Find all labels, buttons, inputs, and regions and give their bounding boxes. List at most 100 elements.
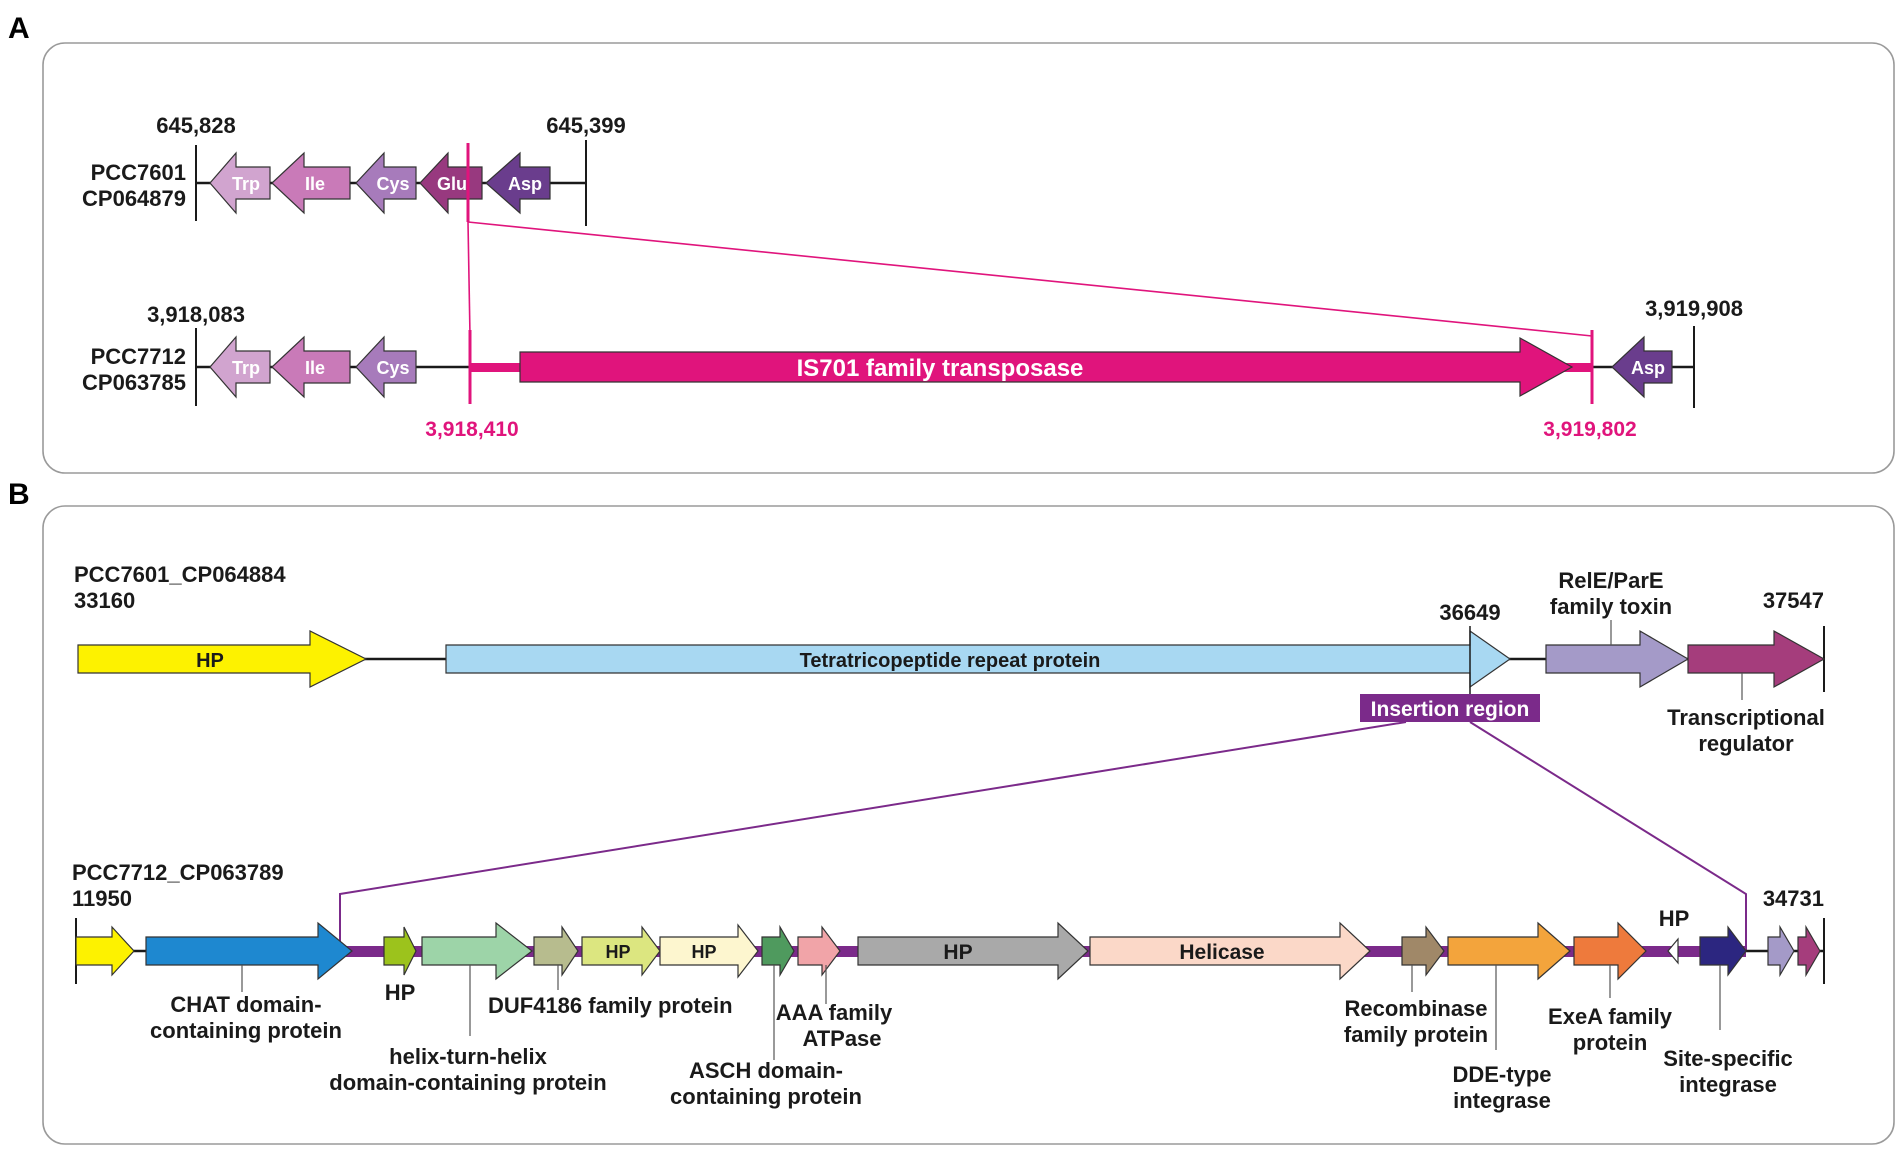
coord-end: 37547: [1763, 588, 1824, 613]
gene-arrow-shape: [659, 923, 759, 979]
gene-label: Cys: [376, 174, 409, 194]
gene-label: IS701 family transposase: [797, 355, 1084, 382]
exea-label-line2: protein: [1573, 1030, 1648, 1055]
dde-label-line2: integrase: [1453, 1088, 1551, 1113]
gene-aaa-atpase: [797, 925, 841, 977]
regulator-label-line2: regulator: [1698, 731, 1794, 756]
gene-is701-transposase: IS701 family transposase: [519, 336, 1574, 398]
gene-exea-protein: [1573, 921, 1647, 981]
coord-start: 33160: [74, 588, 135, 613]
gene-arrow-shape: [1401, 925, 1445, 977]
recomb-label-line2: family protein: [1344, 1022, 1488, 1047]
gene-trp: Trp: [209, 151, 271, 215]
gene-rele-pare-toxin: [1767, 924, 1795, 978]
gene-arrow-shape: [1699, 925, 1747, 977]
gene-helix-turn-helix: [421, 921, 533, 981]
gene-hp-small-white: [1667, 937, 1679, 965]
gene-label: Ile: [305, 358, 325, 378]
exea-label-line1: ExeA family: [1548, 1004, 1673, 1029]
panel-a-bottom-track: PCC7712 CP063785 3,918,083 3,919,908 Trp…: [82, 296, 1743, 441]
site-label-line1: Site-specific: [1663, 1046, 1793, 1071]
strain-label: PCC7601: [91, 160, 186, 185]
chat-label-line2: containing protein: [150, 1018, 342, 1043]
gene-asch-domain-protein: [761, 924, 795, 978]
gene-arrow-shape: [145, 921, 353, 981]
chat-label-line1: CHAT domain-: [170, 992, 321, 1017]
asch-label-line1: ASCH domain-: [689, 1058, 843, 1083]
insertion-region-label: Insertion region: [1371, 698, 1530, 721]
gene-label: Asp: [508, 174, 542, 194]
small-hp-label: HP: [1659, 906, 1690, 931]
gene-dde-integrase: [1447, 921, 1571, 981]
gene-transcriptional-regulator: [1797, 924, 1821, 978]
gene-transcriptional-regulator: [1687, 629, 1826, 689]
gene-cys: Cys: [355, 151, 417, 215]
toxin-label-line2: family toxin: [1550, 594, 1672, 619]
panel-b-letter: B: [8, 478, 30, 511]
gene-arrow-shape: [1797, 924, 1821, 978]
recomb-label-line1: Recombinase: [1344, 996, 1487, 1021]
gene-arrow-shape: [857, 921, 1089, 981]
hth-label-line1: helix-turn-helix: [389, 1044, 547, 1069]
duf-label: DUF4186 family protein: [488, 993, 733, 1018]
accession-label: CP063785: [82, 370, 186, 395]
gene-label: HP: [196, 650, 224, 672]
gene-arrow-shape: [77, 630, 368, 688]
gene-helicase: Helicase: [1089, 921, 1371, 981]
coord-right: 645,399: [546, 113, 626, 138]
panel-a-letter: A: [8, 12, 30, 45]
gene-ile: Ile: [271, 151, 351, 215]
gene-arrow-shape: [75, 925, 135, 977]
toxin-label-line1: RelE/ParE: [1558, 568, 1663, 593]
gene-arrow-shape: [581, 925, 661, 977]
gene-asp: Asp: [485, 151, 551, 215]
connector-right: [467, 221, 1593, 337]
gene-hp: HP: [77, 630, 368, 688]
gene-arrow-shape: [271, 335, 351, 399]
panel-a-top-track: PCC7601 CP064879 645,828 645,399 Trp Ile…: [82, 113, 626, 226]
gene-arrow-shape: [271, 151, 351, 215]
gene-asp: Asp: [1611, 335, 1673, 399]
gene-hp-cream: HP: [659, 923, 759, 979]
gene-arrow-shape: [355, 151, 417, 215]
hth-label-line2: domain-containing protein: [329, 1070, 606, 1095]
gene-label: Tetratricopeptide repeat protein: [800, 650, 1101, 672]
strain-label: PCC7712: [91, 344, 186, 369]
gene-label: HP: [605, 942, 630, 962]
dde-label-line1: DDE-type: [1452, 1062, 1551, 1087]
gene-arrow-shape: [1667, 937, 1679, 965]
panel-b-bottom-track: PCC7712_CP063789 11950 34731 HP HP: [72, 860, 1825, 1113]
gene-trp: Trp: [209, 335, 271, 399]
panel-a-frame: [42, 42, 1895, 474]
gene-arrow-shape: [1545, 629, 1690, 689]
gene-arrow-shape: [519, 336, 1574, 398]
gene-arrow-shape: [533, 925, 579, 977]
gene-label: Trp: [232, 174, 260, 194]
gene-hp-light-green: HP: [581, 925, 661, 977]
gene-arrow-shape: [1767, 924, 1795, 978]
gene-duf4186: [533, 925, 579, 977]
gene-arrow-shape: [1611, 335, 1673, 399]
gene-arrow-shape: [421, 921, 533, 981]
hp-below-label: HP: [385, 980, 416, 1005]
insertion-region-badge: [1360, 694, 1540, 722]
gene-label: HP: [691, 942, 716, 962]
gene-cys: Cys: [355, 335, 417, 399]
gene-label: Cys: [376, 358, 409, 378]
gene-arrow-shape: [1573, 921, 1647, 981]
gene-rele-pare-toxin: [1545, 629, 1690, 689]
coord-end: 34731: [1763, 886, 1824, 911]
gene-arrow-shape: [761, 924, 795, 978]
gene-label: Ile: [305, 174, 325, 194]
panel-b-top-track: PCC7601_CP064884 33160 37547 HP Tetratri…: [74, 562, 1826, 756]
gene-label: Asp: [1631, 358, 1665, 378]
gene-arrow-shape: [1687, 629, 1826, 689]
site-label-line2: integrase: [1679, 1072, 1777, 1097]
asch-label-line2: containing protein: [670, 1084, 862, 1109]
gene-chat-domain-protein: [145, 921, 353, 981]
gene-arrow-shape: [797, 925, 841, 977]
gene-label: Helicase: [1179, 941, 1264, 964]
coord-right: 3,919,908: [1645, 296, 1743, 321]
insertion-start-coord: 3,918,410: [425, 418, 518, 441]
